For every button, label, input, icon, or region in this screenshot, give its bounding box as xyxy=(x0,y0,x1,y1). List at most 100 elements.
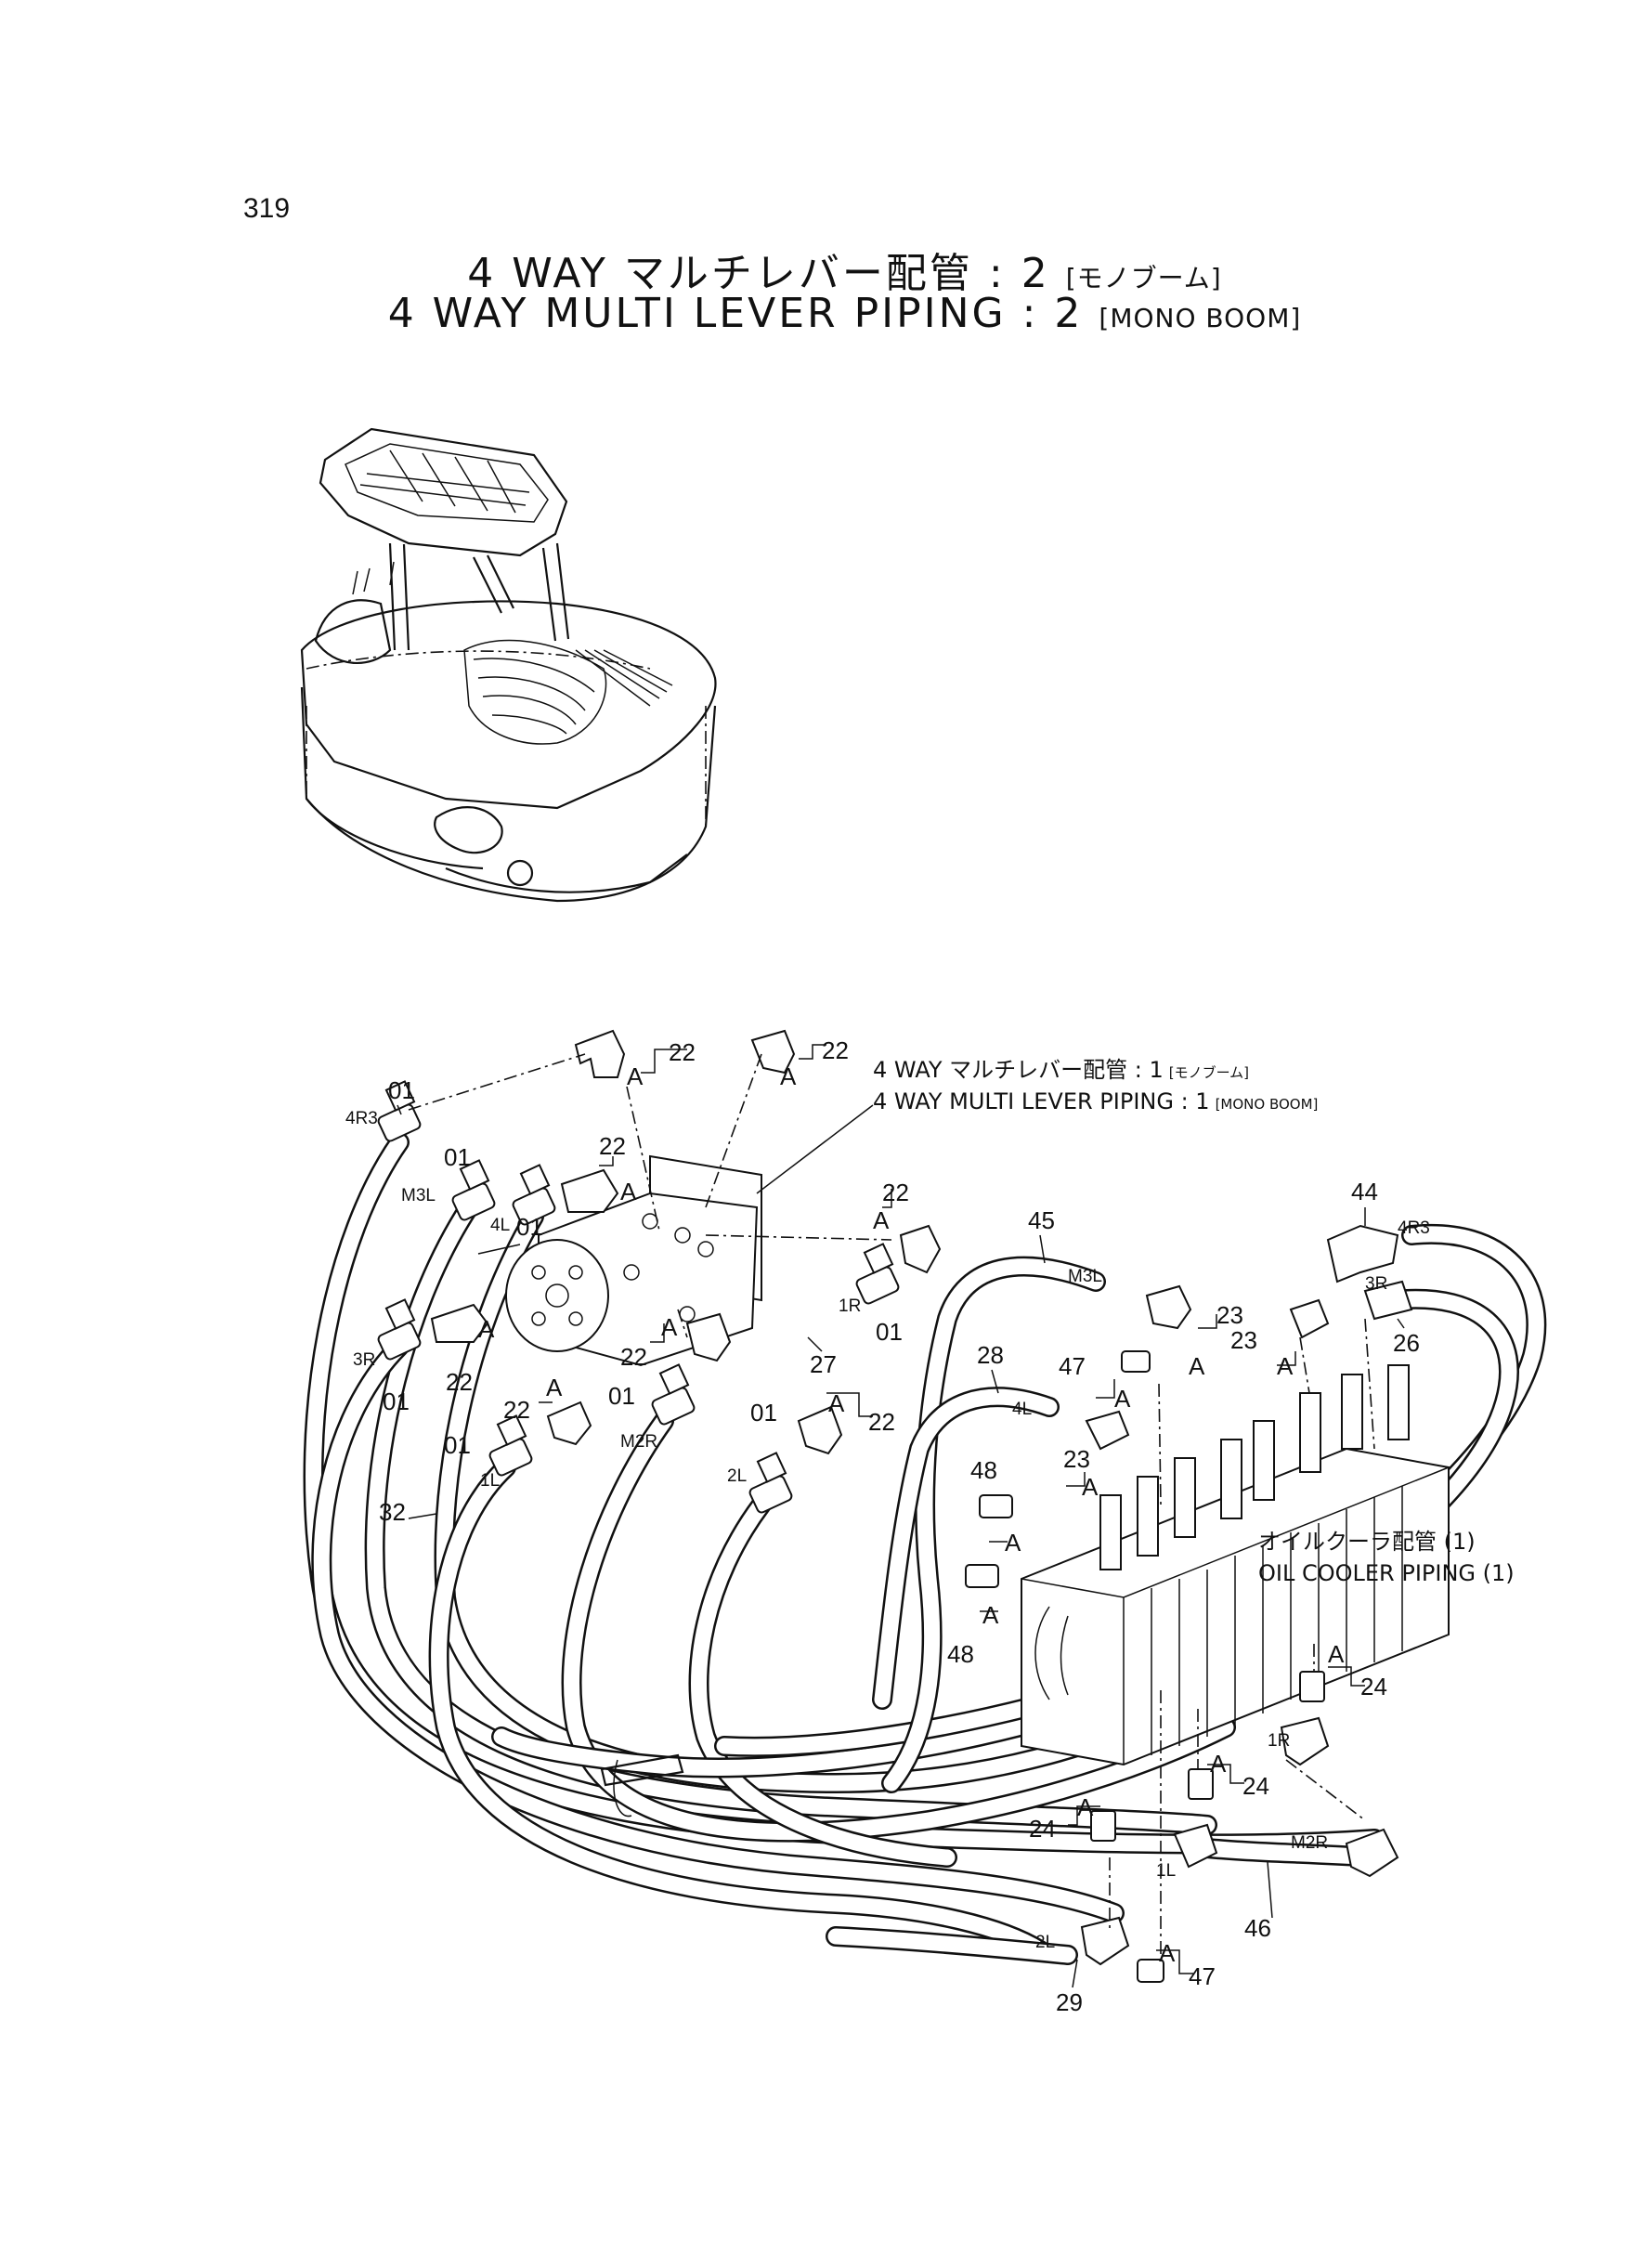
callout-01: 01 xyxy=(383,1388,410,1415)
callout-brackets xyxy=(539,1044,1365,1974)
fitting-01-4L xyxy=(512,1164,556,1226)
leader-lines xyxy=(408,1053,1375,1964)
title-english: 4 WAY MULTI LEVER PIPING : 2 [MONO BOOM] xyxy=(0,290,1652,337)
o-ring-a-callouts: A A A A A A A A A A A A A A A A A A xyxy=(478,1062,1345,1967)
fitting-01-M2R xyxy=(651,1363,696,1426)
port-label-M3L: M3L xyxy=(1068,1267,1102,1286)
port-label-4L: 4L xyxy=(490,1216,510,1235)
fitting-01-M3L xyxy=(451,1159,496,1221)
port-label-4R3: 4R3 xyxy=(345,1109,378,1128)
port-label-3R: 3R xyxy=(353,1350,375,1370)
plug-48-bottom xyxy=(965,1564,999,1588)
title-english-bracket: [MONO BOOM] xyxy=(1099,303,1302,333)
callout-22: 22 xyxy=(503,1396,530,1424)
o-ring-label: A xyxy=(1114,1385,1131,1413)
reference-note-en: 4 WAY MULTI LEVER PIPING : 1[MONO BOOM] xyxy=(873,1088,1318,1114)
callout-leaders xyxy=(397,1104,1405,1988)
elbow-23-b xyxy=(1289,1298,1330,1339)
reference-note-piping-1: 4 WAY マルチレバー配管 : 1[モノブーム] 4 WAY MULTI LE… xyxy=(873,1057,1318,1114)
callout-01: 01 xyxy=(444,1431,471,1459)
plug-48-top xyxy=(979,1494,1013,1518)
port-label-2L: 2L xyxy=(1035,1933,1055,1952)
fitting-01-1L xyxy=(488,1414,533,1477)
fitting-01-1R xyxy=(855,1243,900,1305)
callout-45: 45 xyxy=(1028,1206,1055,1234)
callout-47: 47 xyxy=(1189,1962,1216,1990)
elbow-22-top-right xyxy=(750,1029,796,1075)
page-number: 319 xyxy=(243,193,291,224)
callout-24: 24 xyxy=(1029,1815,1056,1843)
callout-47: 47 xyxy=(1059,1352,1086,1380)
callout-29: 29 xyxy=(1056,1988,1083,2016)
callout-01: 01 xyxy=(516,1213,543,1241)
elbow-22-right xyxy=(899,1224,942,1274)
o-ring-label: A xyxy=(478,1315,495,1343)
o-ring-label: A xyxy=(661,1313,678,1341)
o-ring-label: A xyxy=(828,1389,845,1417)
fitting-2L-bottom xyxy=(1080,1916,1130,1966)
elbow-22-bottom-left xyxy=(546,1401,592,1446)
elbow-1R-bottom xyxy=(1280,1716,1330,1766)
port-label-4L: 4L xyxy=(1012,1400,1032,1419)
o-ring-label: A xyxy=(1159,1939,1176,1967)
reference-note-jp: 4 WAY マルチレバー配管 : 1[モノブーム] xyxy=(873,1057,1249,1083)
machine-overview-illustration xyxy=(300,427,717,903)
fitting-M2R-bottom xyxy=(1345,1828,1399,1878)
elbow-22-bottom-right xyxy=(797,1405,843,1455)
elbow-22-lower xyxy=(685,1312,732,1362)
callout-22: 22 xyxy=(669,1038,696,1066)
o-ring-label: A xyxy=(1077,1793,1094,1821)
callout-28: 28 xyxy=(977,1341,1004,1369)
callout-44: 44 xyxy=(1351,1178,1378,1205)
fittings xyxy=(377,1029,1413,1983)
fitting-01-4R3 xyxy=(377,1080,422,1142)
port-label-M2R: M2R xyxy=(620,1432,657,1452)
adapter-24-right xyxy=(1299,1671,1325,1702)
o-ring-label: A xyxy=(873,1206,890,1234)
callout-22: 22 xyxy=(599,1132,626,1160)
callout-01: 01 xyxy=(444,1143,471,1171)
o-ring-label: A xyxy=(546,1374,563,1401)
callout-27: 27 xyxy=(810,1350,837,1378)
title-english-main: 4 WAY MULTI LEVER PIPING : 2 xyxy=(387,290,1084,337)
cap-47-bottom xyxy=(1137,1959,1164,1983)
port-label-1R: 1R xyxy=(1268,1731,1290,1751)
fitting-01-2L xyxy=(748,1452,793,1514)
callout-26: 26 xyxy=(1393,1329,1420,1357)
callout-01: 01 xyxy=(876,1318,903,1346)
callout-48: 48 xyxy=(970,1456,997,1484)
port-label-M3L: M3L xyxy=(401,1186,436,1205)
oil-cooler-note-en: OIL COOLER PIPING (1) xyxy=(1258,1560,1515,1586)
callout-24: 24 xyxy=(1242,1772,1269,1800)
port-label-M2R: M2R xyxy=(1291,1833,1328,1853)
part-number-callouts: 01 01 01 01 01 01 01 01 22 22 22 22 22 2… xyxy=(379,1036,1420,2016)
o-ring-label: A xyxy=(1328,1640,1345,1668)
fitting-01-3R xyxy=(377,1298,422,1361)
callout-23: 23 xyxy=(1216,1301,1243,1329)
port-label-4R3: 4R3 xyxy=(1398,1218,1430,1238)
callout-24: 24 xyxy=(1360,1673,1387,1700)
title-japanese-main: 4 WAY マルチレバー配管 : 2 xyxy=(467,250,1050,297)
o-ring-label: A xyxy=(1189,1352,1205,1380)
port-label-2L: 2L xyxy=(727,1466,747,1486)
adapter-24-middle xyxy=(1188,1768,1214,1800)
o-ring-label: A xyxy=(780,1062,797,1090)
o-ring-label: A xyxy=(982,1601,999,1629)
fitting-26 xyxy=(1363,1280,1413,1321)
o-ring-label: A xyxy=(627,1062,644,1090)
callout-48: 48 xyxy=(947,1640,974,1668)
callout-01: 01 xyxy=(388,1076,415,1104)
port-label-1L: 1L xyxy=(1156,1861,1176,1881)
o-ring-label: A xyxy=(1277,1352,1294,1380)
callout-01: 01 xyxy=(750,1399,777,1427)
control-valve xyxy=(1021,1364,1450,1766)
port-labels: 4R3 4R3 M3L M3L 4L 4L 3R 3R M2R M2R 1L 1… xyxy=(345,1109,1430,1952)
adapter-24-left xyxy=(1090,1810,1116,1842)
o-ring-label: A xyxy=(620,1178,637,1205)
callout-01: 01 xyxy=(608,1382,635,1410)
callout-22: 22 xyxy=(822,1036,849,1064)
elbow-23-a xyxy=(1145,1284,1192,1330)
elbow-44 xyxy=(1326,1224,1399,1283)
